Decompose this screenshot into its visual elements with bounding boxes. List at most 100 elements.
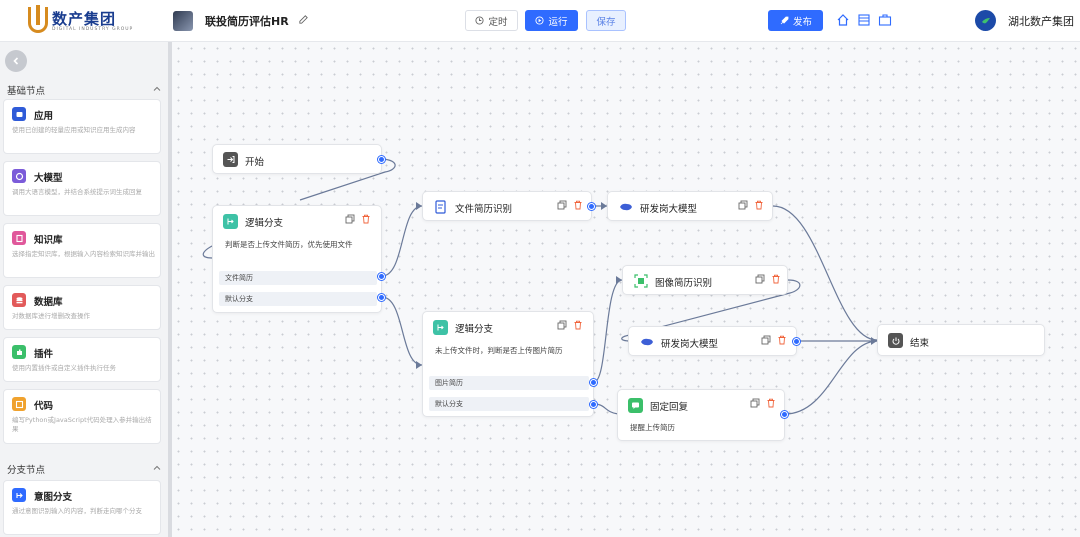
palette-node-intent-branch[interactable]: 意图分支 通过意图识别输入的内容，判断走向哪个分支 — [3, 480, 161, 535]
app-title: 联投简历评估HR — [205, 15, 289, 28]
output-port[interactable] — [378, 156, 385, 163]
home-icon[interactable] — [836, 13, 850, 27]
list-icon[interactable] — [857, 13, 871, 27]
save-label: 保存 — [596, 16, 616, 28]
whale-icon — [639, 334, 654, 349]
copy-icon[interactable] — [345, 214, 355, 224]
branch-condition-row[interactable]: 默认分支 — [429, 397, 589, 411]
scan-icon — [633, 273, 648, 288]
publish-label: 发布 — [792, 16, 812, 28]
copy-icon[interactable] — [761, 335, 771, 345]
chevron-up-icon[interactable] — [153, 464, 161, 472]
palette-node-app[interactable]: 应用 使用已创建的轻量应用或知识应用生成内容 — [3, 99, 161, 154]
node-logic-branch-1[interactable]: 逻辑分支 判断是否上传文件简历，优先使用文件 文件简历 默认分支 — [212, 205, 382, 313]
node-title: 研发岗大模型 — [661, 339, 719, 350]
delete-icon[interactable] — [573, 200, 583, 210]
palette-node-knowledge[interactable]: 知识库 选择指定知识库，根据输入内容检索知识库并输出 — [3, 223, 161, 278]
branch-condition-row[interactable]: 图片简历 — [429, 376, 589, 390]
logo-icon — [28, 5, 48, 33]
palette-node-desc: 调用大语言模型，并结合系统提示词生成回复 — [12, 188, 142, 196]
node-title: 固定回复 — [650, 402, 689, 413]
palette-node-name: 代码 — [34, 401, 54, 412]
node-desc: 判断是否上传文件简历，优先使用文件 — [225, 240, 353, 249]
briefcase-icon[interactable] — [878, 13, 892, 27]
top-header: 数产集团 DIGITAL INDUSTRY GROUP 联投简历评估HR 定时 … — [0, 0, 1080, 42]
node-rd-llm-2[interactable]: 研发岗大模型 — [628, 326, 797, 356]
palette-node-desc: 选择指定知识库，根据输入内容检索知识库并输出 — [12, 250, 155, 258]
palette-node-desc: 编写Python或JavaScript代码处理入参并输出结果 — [12, 416, 152, 433]
node-title: 逻辑分支 — [245, 218, 284, 229]
node-desc: 提醒上传简历 — [630, 423, 675, 432]
copy-icon[interactable] — [738, 200, 748, 210]
node-desc: 未上传文件时，判断是否上传图片简历 — [435, 346, 563, 355]
delete-icon[interactable] — [573, 320, 583, 330]
output-port[interactable] — [793, 338, 800, 345]
node-title: 图像简历识别 — [655, 278, 713, 289]
power-icon — [888, 333, 903, 348]
palette-node-plugin[interactable]: 插件 使用内置插件或自定义插件执行任务 — [3, 337, 161, 382]
run-button[interactable]: 运行 — [525, 10, 578, 31]
node-start[interactable]: 开始 — [212, 144, 382, 174]
output-port[interactable] — [588, 203, 595, 210]
node-logic-branch-2[interactable]: 逻辑分支 未上传文件时，判断是否上传图片简历 图片简历 默认分支 — [422, 311, 594, 417]
output-port[interactable] — [378, 294, 385, 301]
palette-node-desc: 对数据库进行增删改查操作 — [12, 312, 90, 320]
edit-icon[interactable] — [298, 14, 309, 25]
copy-icon[interactable] — [557, 320, 567, 330]
output-port[interactable] — [590, 401, 597, 408]
palette-node-name: 知识库 — [34, 235, 63, 246]
logo-subtitle: DIGITAL INDUSTRY GROUP — [52, 27, 134, 32]
palette-node-name: 意图分支 — [34, 492, 73, 503]
node-fixed-reply[interactable]: 固定回复 提醒上传简历 — [617, 389, 785, 441]
palette-node-database[interactable]: 数据库 对数据库进行增删改查操作 — [3, 285, 161, 330]
node-title: 逻辑分支 — [455, 324, 494, 335]
copy-icon[interactable] — [755, 274, 765, 284]
app-icon — [12, 107, 26, 121]
publish-button[interactable]: 发布 — [768, 10, 823, 31]
start-icon — [223, 152, 238, 167]
org-avatar[interactable] — [975, 10, 996, 31]
palette-node-name: 插件 — [34, 349, 54, 360]
node-end[interactable]: 结束 — [877, 324, 1045, 356]
knowledge-icon — [12, 231, 26, 245]
timer-button[interactable]: 定时 — [465, 10, 518, 31]
rocket-icon — [780, 16, 789, 24]
app-avatar[interactable] — [173, 11, 193, 31]
palette-node-name: 大模型 — [34, 173, 63, 184]
delete-icon[interactable] — [771, 274, 781, 284]
intent-icon — [12, 488, 26, 502]
node-rd-llm-1[interactable]: 研发岗大模型 — [607, 191, 773, 221]
org-name[interactable]: 湖北数产集团 — [1008, 15, 1074, 28]
branch-condition-row[interactable]: 默认分支 — [219, 292, 377, 306]
node-file-resume-parse[interactable]: 文件简历识别 — [422, 191, 592, 221]
palette-node-name: 数据库 — [34, 297, 63, 308]
bird-icon — [981, 17, 990, 23]
output-port[interactable] — [378, 273, 385, 280]
node-title: 文件简历识别 — [455, 204, 513, 215]
delete-icon[interactable] — [766, 398, 776, 408]
output-port[interactable] — [590, 379, 597, 386]
timer-label: 定时 — [488, 16, 508, 28]
palette-node-llm[interactable]: 大模型 调用大语言模型，并结合系统提示词生成回复 — [3, 161, 161, 216]
node-title: 研发岗大模型 — [640, 204, 698, 215]
save-button[interactable]: 保存 — [586, 10, 626, 31]
plugin-icon — [12, 345, 26, 359]
delete-icon[interactable] — [361, 214, 371, 224]
document-icon — [433, 199, 448, 214]
output-port[interactable] — [781, 411, 788, 418]
sidebar-scrollbar[interactable] — [168, 42, 172, 537]
node-image-resume-parse[interactable]: 图像简历识别 — [622, 265, 788, 295]
collapse-sidebar-button[interactable] — [5, 50, 27, 72]
chevron-up-icon[interactable] — [153, 85, 161, 93]
node-title: 结束 — [910, 338, 930, 349]
copy-icon[interactable] — [557, 200, 567, 210]
palette-node-code[interactable]: 代码 编写Python或JavaScript代码处理入参并输出结果 — [3, 389, 161, 444]
logo-text: 数产集团 — [52, 10, 117, 28]
chevron-left-icon — [13, 57, 19, 65]
run-icon — [535, 16, 545, 25]
copy-icon[interactable] — [750, 398, 760, 408]
delete-icon[interactable] — [754, 200, 764, 210]
branch-icon — [223, 214, 238, 229]
branch-condition-row[interactable]: 文件简历 — [219, 271, 377, 285]
delete-icon[interactable] — [777, 335, 787, 345]
